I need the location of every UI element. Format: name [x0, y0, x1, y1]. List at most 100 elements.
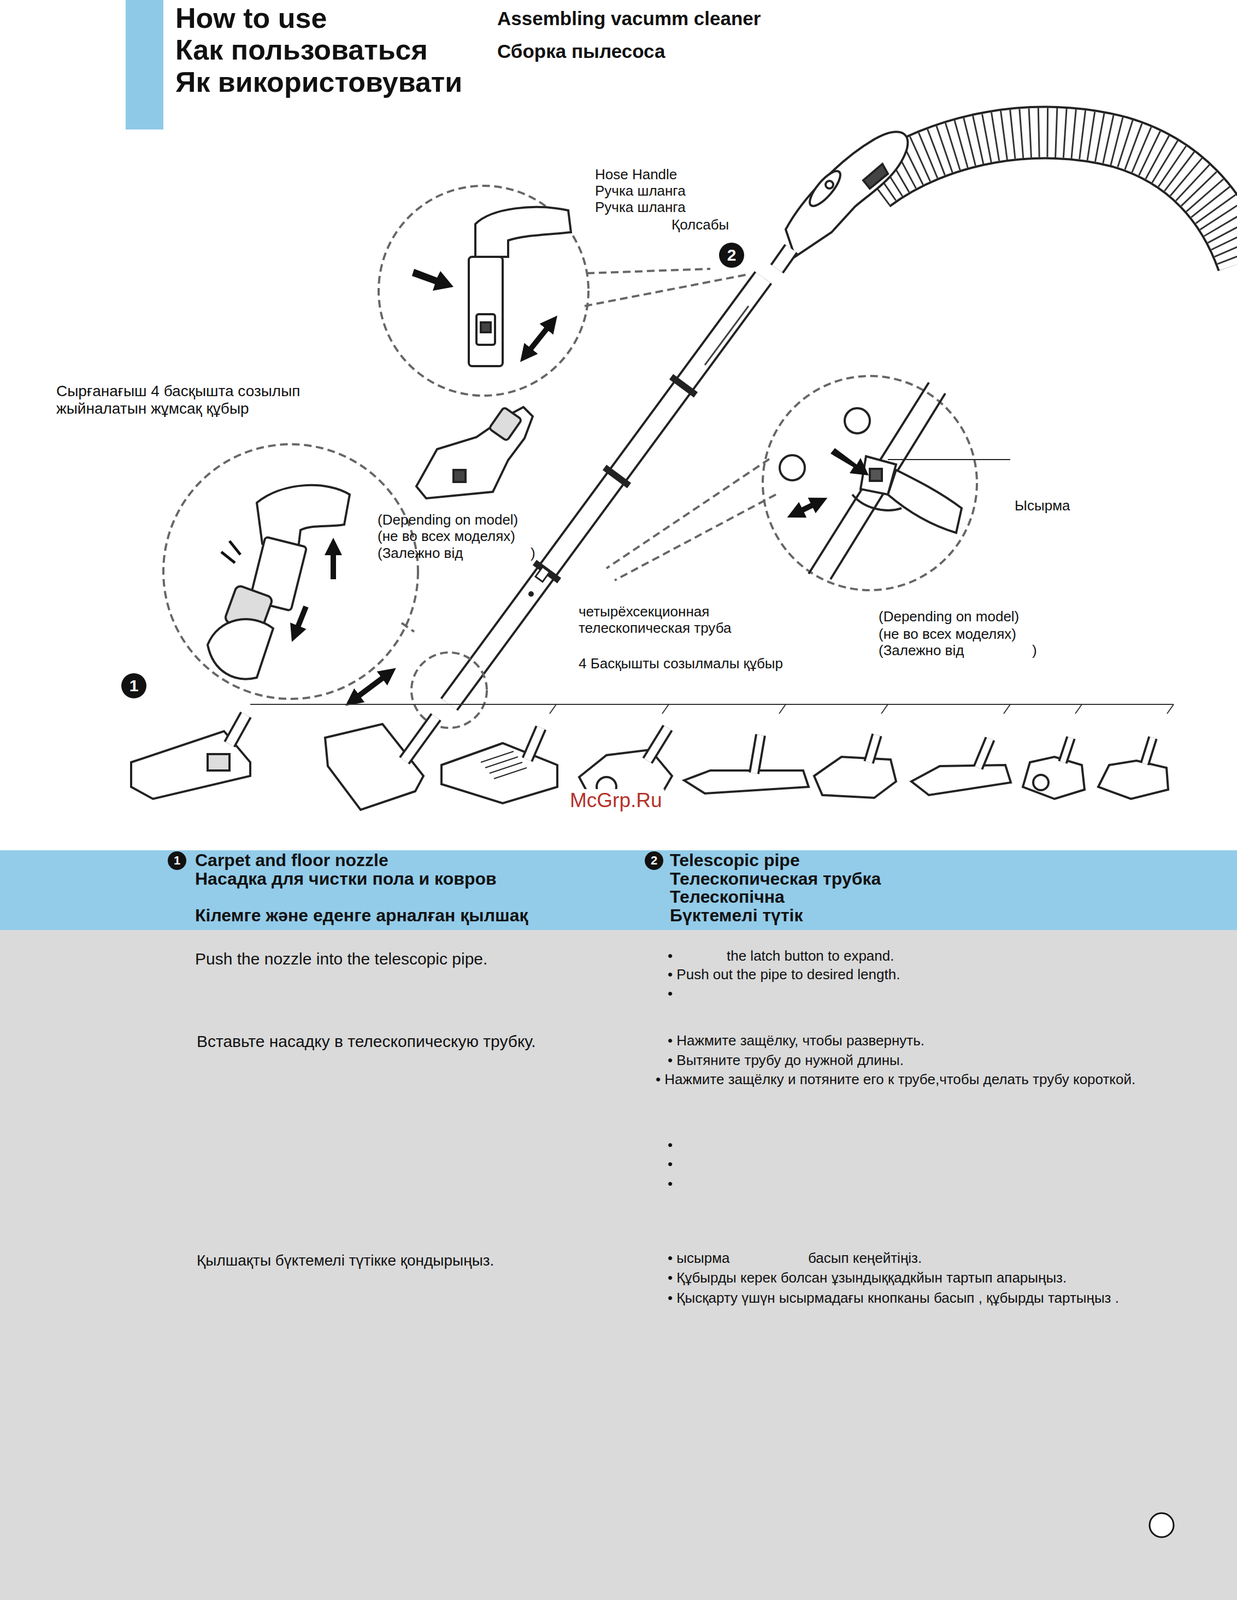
nozzle-drawings-part	[754, 734, 761, 774]
heading-text: Кілемге және еденге арналған қылшақ	[195, 906, 528, 926]
callout-number: 2	[644, 851, 664, 870]
bullet-text: •	[667, 1137, 673, 1154]
page-grounds-part	[125, 0, 164, 130]
nozzle-drawings-part	[868, 734, 877, 763]
nozzle-drawings-part	[911, 764, 1011, 795]
nozzle-drawings-part	[441, 743, 558, 804]
zoom-circles-part	[163, 444, 418, 699]
page-number-circle	[1149, 1512, 1174, 1537]
zoom-circles	[163, 185, 977, 728]
nozzle-drawings-part	[754, 734, 761, 774]
optional-nozzle-drawing	[416, 407, 533, 499]
nozzle-baseline-part	[549, 704, 557, 714]
model-note: (Depending on model)	[377, 511, 518, 529]
callout-text: 1	[129, 677, 139, 694]
callout-number: 1	[121, 673, 147, 699]
zoom-detail-latch-part	[830, 448, 869, 476]
zoom-detail-latch-part	[844, 408, 870, 434]
page-title: How to use	[175, 2, 327, 35]
nozzle-baseline-part	[250, 703, 1174, 705]
nozzle-drawings-part	[1062, 737, 1071, 763]
nozzle-drawings-part	[207, 754, 230, 771]
zoom-detail-slide-part	[221, 551, 235, 563]
zoom-detail-slide-part	[330, 546, 337, 580]
nozzle-drawings-part	[325, 723, 424, 810]
assembly-arrow-part	[352, 673, 390, 701]
hose-drawing-part	[874, 132, 1237, 263]
zoom-detail-latch	[779, 382, 1011, 580]
zoom-detail-handle-part	[411, 268, 454, 291]
hose-drawing	[874, 132, 1237, 263]
nozzle-drawings-part	[814, 756, 897, 798]
nozzle-baseline-part	[779, 704, 786, 714]
nozzle-drawings-part	[647, 727, 668, 761]
optional-nozzle-drawing-part	[453, 469, 466, 482]
zoom-detail-handle-part	[480, 322, 491, 333]
nozzle-drawings-part	[1062, 737, 1071, 763]
part-label: Сырғанағыш 4 басқышта созылып жыйналатын…	[56, 382, 352, 418]
nozzle-drawings-part	[1144, 737, 1153, 764]
zoom-detail-handle-part	[476, 314, 496, 345]
nozzle-baseline	[250, 704, 1174, 714]
nozzle-baseline-part	[1167, 704, 1174, 714]
zoom-detail-latch-part	[852, 494, 902, 511]
hose-drawing-part	[874, 132, 1237, 263]
bullet-text: • Push out the pipe to desired length.	[667, 966, 900, 983]
hose-handle-drawing-part	[785, 131, 908, 257]
model-note: )	[530, 545, 536, 562]
model-note: (не во всех моделях)	[878, 626, 1017, 643]
model-note: )	[1032, 642, 1038, 659]
nozzle-baseline-part	[1003, 704, 1011, 714]
hose-handle-drawing-part	[863, 163, 888, 189]
zoom-detail-latch-part	[779, 455, 805, 481]
bullet-text: the latch button to expand.	[726, 947, 894, 965]
zoom-detail-latch-part	[794, 501, 820, 514]
zoom-circles-part	[762, 375, 977, 591]
zoom-detail-handle-part	[475, 207, 571, 257]
nozzle-drawings-part	[1022, 756, 1085, 799]
nozzle-drawings-part	[1033, 774, 1049, 791]
heading-text: Телескопічна	[669, 887, 881, 907]
bullet-text: • Қысқарту үшүн ысырмадағы кнопканы басы…	[667, 1289, 1119, 1307]
nozzle-drawings-part	[684, 770, 809, 794]
heading-text: Насадка для чистки пола и ковров	[195, 869, 528, 889]
bullet-text: басып кеңейтіңіз.	[808, 1250, 922, 1267]
callout-text: 2	[727, 246, 737, 264]
instruction-text: Вставьте насадку в телескопическую трубк…	[196, 1032, 536, 1052]
section-title: Assembling vacumm cleaner	[497, 7, 761, 30]
nozzle-baseline-part	[881, 704, 888, 714]
instruction-text: Қылшақты бүктемелі түтікке қондырыңыз.	[196, 1251, 494, 1270]
nozzle-drawings-part	[229, 714, 246, 745]
bullet-text: • Вытяните трубу до нужной длины.	[667, 1052, 904, 1069]
nozzle-drawings-part	[404, 716, 437, 761]
hose-handle-drawing-part	[776, 248, 792, 269]
nozzle-drawings-part	[527, 727, 541, 760]
optional-nozzle-drawing-part	[489, 407, 522, 441]
zoom-circles-part	[401, 622, 415, 632]
zoom-circles-part	[606, 458, 770, 569]
model-note: (Залежно від	[878, 642, 964, 659]
section-heading: Telescopic pipeТелескопическая трубкаТел…	[643, 851, 881, 925]
zoom-circles-part	[411, 652, 487, 728]
page-grounds-part	[0, 929, 1237, 1600]
telescopic-pipe-drawing-part	[604, 467, 630, 486]
zoom-detail-handle	[411, 207, 571, 367]
heading-text: Телескопическая трубка	[669, 869, 881, 889]
zoom-detail-handle-part	[468, 256, 503, 367]
hose-handle-drawing-part	[776, 248, 792, 269]
part-label: 4 Басқышты созылмалы құбыр	[578, 655, 783, 673]
callout-number: 2	[719, 242, 745, 268]
zoom-detail-latch-part	[887, 469, 962, 533]
bullet-text: •	[667, 947, 673, 965]
nozzle-drawings-part	[404, 716, 437, 761]
nozzle-drawings-part	[868, 734, 877, 763]
nozzle-drawings-part	[978, 738, 991, 768]
bullet-text: • Нажмите защёлку и потяните его к трубе…	[667, 1071, 1160, 1088]
zoom-circles-part	[584, 274, 749, 306]
hose-drawing-part	[874, 132, 1237, 263]
nozzle-drawings-part	[978, 738, 991, 768]
zoom-detail-handle-part	[525, 322, 552, 356]
model-note: (не во всех моделях)	[377, 528, 516, 545]
bullet-text: • Құбырды керек болсан ұзындыққадкйын та…	[667, 1269, 1067, 1287]
